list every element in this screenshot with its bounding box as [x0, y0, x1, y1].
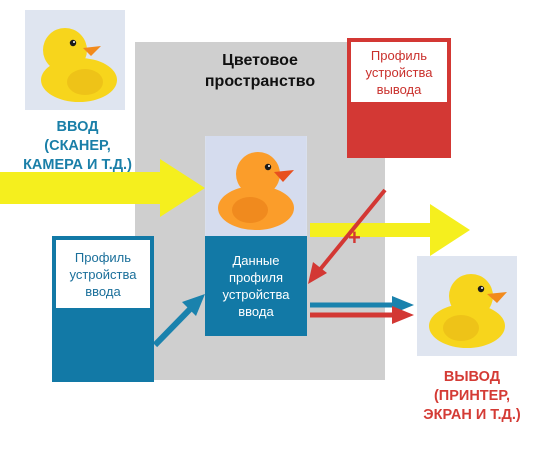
input-label-line: (СКАНЕР, — [44, 138, 111, 154]
red-output-arrow-head — [392, 306, 414, 324]
output-label-line: ВЫВОД — [443, 369, 501, 385]
output-duck-photo — [417, 256, 517, 356]
output-device-profile-label: Профиль устройства вывода — [351, 42, 447, 102]
color-space-title: Цветовое пространство — [204, 52, 316, 90]
colorspace-duck-photo — [205, 136, 307, 236]
rubber-duck-icon — [417, 256, 517, 356]
rubber-duck-icon — [25, 10, 125, 110]
data-profile-box: Данные профиля устройства ввода — [205, 236, 307, 336]
rubber-duck-orange-icon — [206, 136, 306, 236]
input-duck-photo — [25, 10, 125, 110]
blue-output-arrow-head — [392, 296, 414, 314]
plus-sign: + — [348, 225, 361, 250]
output-label-line: (ПРИНТЕР, — [433, 388, 511, 404]
output-device-profile-box: Профиль устройства вывода — [347, 38, 451, 158]
input-device-profile-label: Профиль устройства ввода — [56, 240, 150, 308]
input-label-line: ВВОД — [56, 119, 99, 135]
output-label: ВЫВОД (ПРИНТЕР, ЭКРАН И Т.Д.) — [398, 368, 546, 425]
input-label-line: КАМЕРА И Т.Д.) — [23, 157, 132, 173]
input-device-profile-box: Профиль устройства ввода — [52, 236, 154, 382]
input-label: ВВОД (СКАНЕР, КАМЕРА И Т.Д.) — [0, 118, 155, 175]
output-label-line: ЭКРАН И Т.Д.) — [423, 407, 521, 423]
